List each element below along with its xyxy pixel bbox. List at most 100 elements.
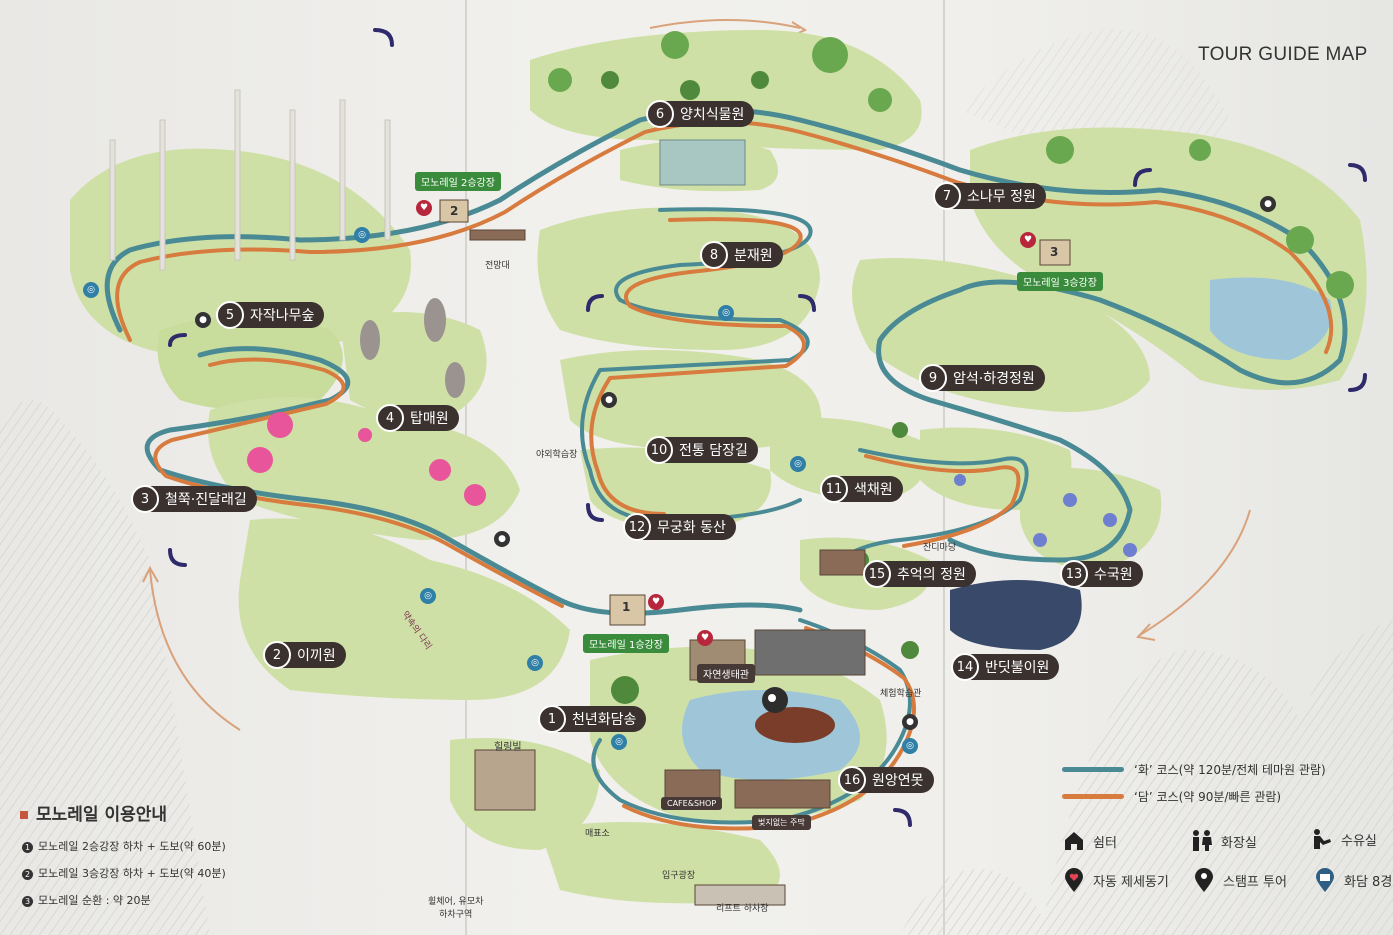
course-hwa-legend: ‘화’ 코스(약 120분/전체 테마원 관람) <box>1062 761 1326 778</box>
spot-10-traditional-wall-path[interactable]: 10 전통 담장길 <box>645 436 758 464</box>
vending-pin-icon[interactable]: ♥ <box>1020 232 1036 248</box>
spot-number: 12 <box>623 513 651 541</box>
outdoor-classroom-label: 야외학습장 <box>536 450 578 460</box>
spot-number: 15 <box>863 560 891 588</box>
spot-7-pine-garden[interactable]: 7 소나무 정원 <box>933 182 1046 210</box>
photo-spot-pin-icon[interactable]: ◎ <box>790 456 806 472</box>
spot-9-rock-garden[interactable]: 9 암석·하경정원 <box>919 364 1045 392</box>
spot-number: 10 <box>645 436 673 464</box>
spot-2-moss-garden[interactable]: 2 이끼원 <box>263 641 346 669</box>
experience-hall-label: 체험학습관 <box>880 689 922 699</box>
legend-nursing-room: 수유실 <box>1310 827 1377 851</box>
bullet-icon <box>20 811 28 819</box>
spot-label: 암석·하경정원 <box>953 371 1035 387</box>
entrance-plaza-label: 입구광장 <box>662 871 696 881</box>
row-number: 2 <box>22 869 33 880</box>
spot-13-hydrangea-garden[interactable]: 13 수국원 <box>1060 560 1143 588</box>
row-text: 모노레일 3승강장 하차 + 도보(약 40분) <box>38 867 226 880</box>
spot-number: 1 <box>538 705 566 733</box>
legend-label: 화장실 <box>1221 835 1257 851</box>
decorative-trees <box>109 31 1354 704</box>
station-1-number: 1 <box>622 600 631 614</box>
monorail-stop-1-label[interactable]: 모노레일 1승강장 <box>583 634 669 653</box>
spot-label: 철쭉·진달래길 <box>165 492 247 508</box>
dam-course-swatch <box>1062 794 1124 799</box>
flow-arrows <box>142 19 1251 731</box>
spot-label: 천년화담송 <box>572 712 637 728</box>
stamp-pin-icon[interactable]: ● <box>1260 196 1276 212</box>
row-text: 모노레일 2승강장 하차 + 도보(약 60분) <box>38 840 226 853</box>
spot-label: 분재원 <box>734 248 773 264</box>
mandarin-duck-illustration <box>755 687 835 743</box>
spot-label: 추억의 정원 <box>897 567 966 583</box>
lift-dropoff-label: 리프트 하차장 <box>716 904 769 914</box>
spot-number: 16 <box>838 766 866 794</box>
station-2-number: 2 <box>450 204 459 218</box>
monorail-info-title: 모노레일 이용안내 <box>20 800 167 825</box>
row-number: 3 <box>22 896 33 907</box>
stamp-pin-icon[interactable]: ● <box>601 392 617 408</box>
legend-label: 자동 제세동기 <box>1093 874 1169 890</box>
spot-label: 자작나무숲 <box>250 308 315 324</box>
photo-spot-pin-icon[interactable]: ◎ <box>354 227 370 243</box>
legend-shelter: 쉼터 <box>1062 829 1117 853</box>
spot-number: 6 <box>646 100 674 128</box>
photo-spot-pin-icon[interactable]: ◎ <box>718 305 734 321</box>
spot-number: 4 <box>376 404 404 432</box>
monorail-info-row: 3 모노레일 순환 : 약 20분 <box>22 892 151 908</box>
lawn-label: 잔디마당 <box>923 543 957 553</box>
legend-label: 수유실 <box>1341 833 1377 849</box>
monorail-stop-2-label[interactable]: 모노레일 2승강장 <box>415 172 501 191</box>
spot-label: 소나무 정원 <box>967 189 1036 205</box>
wheelchair-dropoff-label: 휠체어, 유모차 하차구역 <box>428 897 484 920</box>
spot-label: 이끼원 <box>297 648 336 664</box>
photo-spot-pin-icon[interactable]: ◎ <box>83 282 99 298</box>
stamp-pin-icon[interactable]: ● <box>195 312 211 328</box>
spot-number: 9 <box>919 364 947 392</box>
spot-label: 전통 담장길 <box>679 443 748 459</box>
nature-hall-label: 자연생태관 <box>697 664 755 683</box>
spot-number: 3 <box>131 485 159 513</box>
vending-pin-icon[interactable]: ♥ <box>648 594 664 610</box>
spot-number: 2 <box>263 641 291 669</box>
vending-pin-icon[interactable]: ♥ <box>697 630 713 646</box>
stamp-pin-icon[interactable]: ● <box>902 714 918 730</box>
photo-spot-pin-icon[interactable]: ◎ <box>527 655 543 671</box>
firefly-garden-area <box>950 580 1082 650</box>
spot-label: 원앙연못 <box>872 773 924 789</box>
spot-number: 7 <box>933 182 961 210</box>
course-label: ‘화’ 코스(약 120분/전체 테마원 관람) <box>1134 763 1326 777</box>
spot-number: 13 <box>1060 560 1088 588</box>
spot-12-rose-of-sharon-hill[interactable]: 12 무궁화 동산 <box>623 513 736 541</box>
photo-spot-pin-icon[interactable]: ◎ <box>902 738 918 754</box>
spot-3-azalea-path[interactable]: 3 철쭉·진달래길 <box>131 485 257 513</box>
vending-pin-icon[interactable]: ♥ <box>416 200 432 216</box>
healing-hall-label: 힐링빌 <box>494 742 522 753</box>
course-dam-legend: ‘담’ 코스(약 90분/빠른 관람) <box>1062 788 1281 805</box>
legend-stamp-tour: 스탬프 투어 <box>1192 868 1287 892</box>
spot-16-mandarin-duck-pond[interactable]: 16 원앙연못 <box>838 766 934 794</box>
monorail-stop-3-label[interactable]: 모노레일 3승강장 <box>1017 272 1103 291</box>
buildings <box>439 199 1071 906</box>
spot-label: 수국원 <box>1094 567 1133 583</box>
photo-spot-pin-icon[interactable]: ◎ <box>611 734 627 750</box>
spot-15-memory-garden[interactable]: 15 추억의 정원 <box>863 560 976 588</box>
ticket-office-label: 매표소 <box>585 829 610 839</box>
restroom-icon <box>1190 829 1214 853</box>
monorail-info-title-text: 모노레일 이용안내 <box>36 805 168 825</box>
photo-spot-pin-icon[interactable]: ◎ <box>420 588 436 604</box>
row-text: 모노레일 순환 : 약 20분 <box>38 894 151 907</box>
spot-1-thousand-year-pine[interactable]: 1 천년화담송 <box>538 705 647 733</box>
legend-label: 스탬프 투어 <box>1223 874 1287 890</box>
legend-aed: 자동 제세동기 <box>1062 868 1169 892</box>
stamp-pin-icon[interactable]: ● <box>494 531 510 547</box>
station-3-number: 3 <box>1050 245 1059 259</box>
spot-label: 무궁화 동산 <box>657 520 726 536</box>
